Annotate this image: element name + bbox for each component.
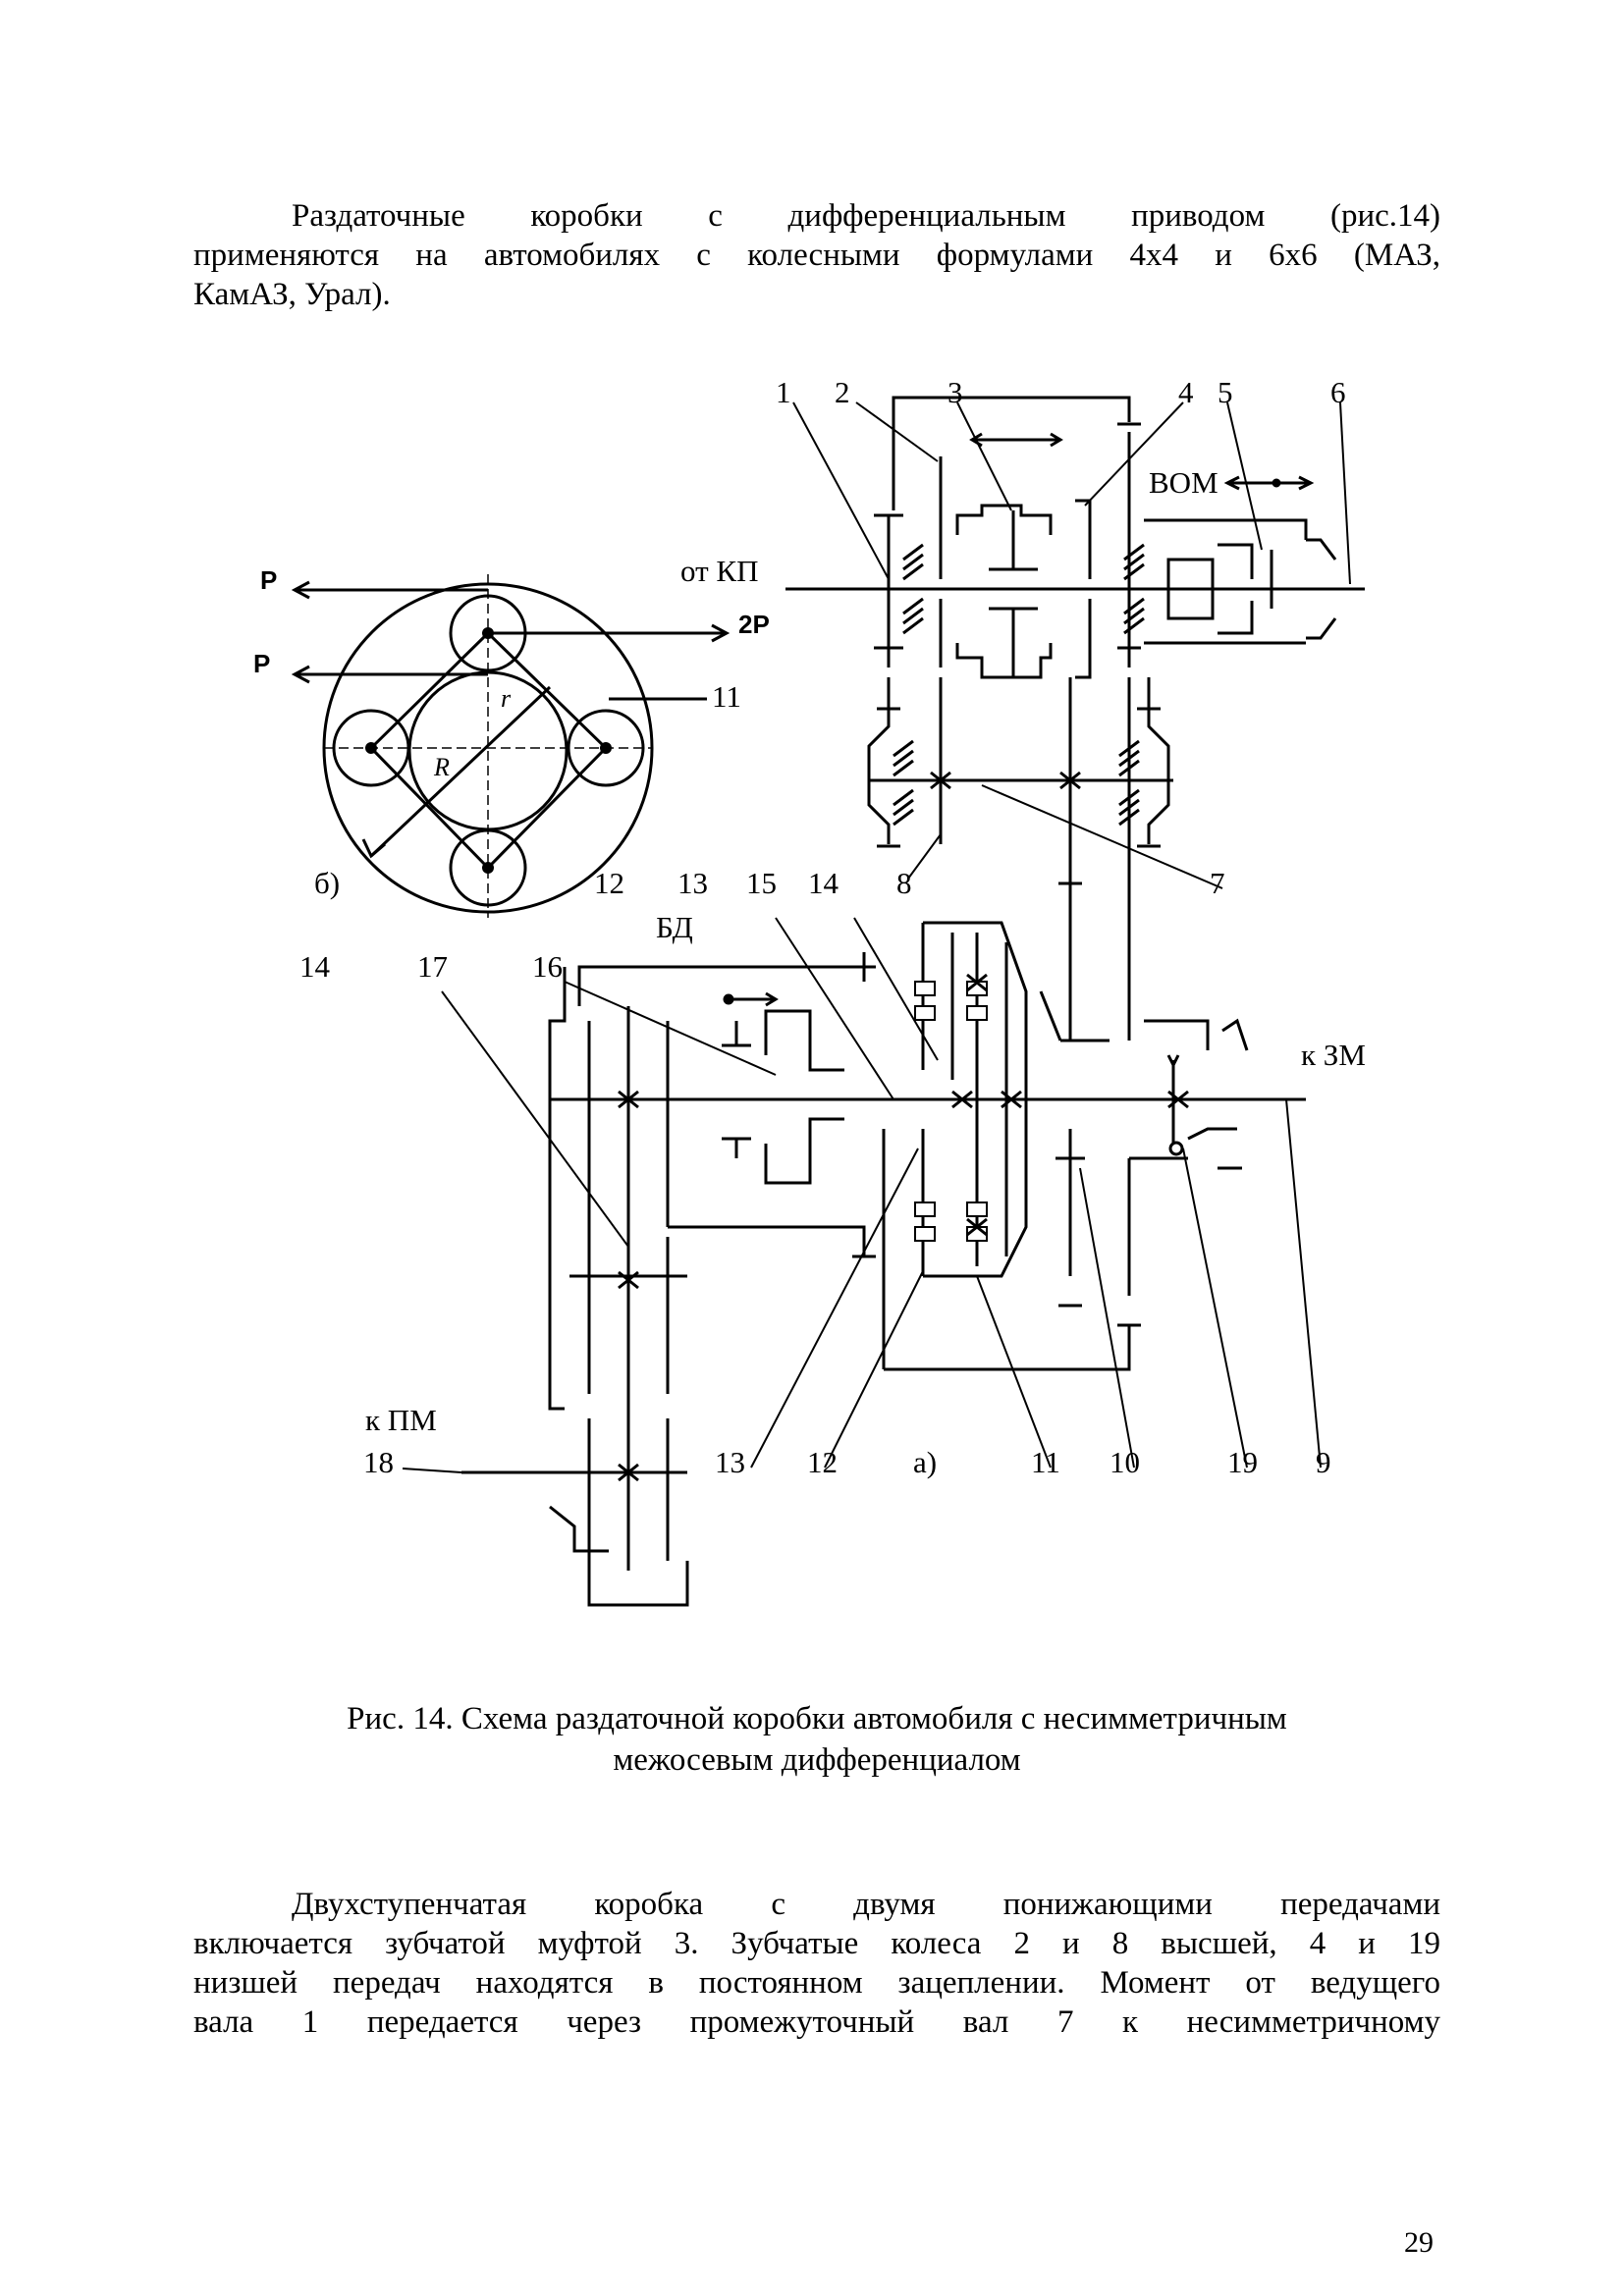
radius-label-r: r: [501, 684, 512, 713]
text-line: низшей передач находятся в постоянном за…: [193, 1965, 1440, 2001]
callout-19: 19: [1227, 1445, 1258, 1479]
text-line: Двухступенчатая коробка с двумя понижающ…: [292, 1887, 1440, 1922]
label-ot-kp: от КП: [680, 554, 758, 588]
force-label-p-bottom: P: [253, 649, 270, 678]
caption-line: Рис. 14. Схема раздаточной коробки автом…: [347, 1701, 1287, 1736]
callout-11-a: 11: [1031, 1445, 1060, 1479]
callout-9: 9: [1316, 1445, 1331, 1479]
paragraph-intro: Раздаточные коробки с дифференциальным п…: [193, 196, 1440, 314]
text-line: вала 1 передается через промежуточный ва…: [193, 2004, 1440, 2040]
label-part-b: б): [314, 866, 340, 900]
callout-18: 18: [363, 1445, 394, 1479]
paragraph-description: Двухступенчатая коробка с двумя понижающ…: [193, 1885, 1440, 2042]
callout-15: 15: [746, 866, 777, 900]
text-line: Раздаточные коробки с дифференциальным п…: [292, 198, 1440, 234]
callout-11-b: 11: [712, 679, 741, 714]
label-part-a: а): [913, 1445, 937, 1479]
callout-4: 4: [1178, 375, 1194, 409]
callout-16: 16: [532, 949, 563, 984]
label-k-pm: к ПМ: [365, 1403, 437, 1437]
callout-10: 10: [1110, 1445, 1140, 1479]
radius-label-R: R: [433, 753, 450, 781]
transfer-case-diagram: 1 2 3 4 5 6 ВОМ от КП 11 б) 12 13 15 14 …: [253, 375, 1366, 1607]
text-line: включается зубчатой муфтой 3. Зубчатые к…: [193, 1926, 1440, 1961]
label-k-zm: к ЗМ: [1301, 1038, 1366, 1072]
callout-8: 8: [896, 866, 912, 900]
callout-1: 1: [776, 375, 791, 409]
text-line: применяются на автомобилях с колесными ф…: [193, 238, 1440, 273]
callout-13-b: 13: [677, 866, 708, 900]
force-label-p-top: P: [260, 565, 277, 595]
label-bd: БД: [656, 910, 693, 944]
callout-12-b: 12: [594, 866, 624, 900]
callout-14-b: 14: [299, 949, 331, 984]
callout-5: 5: [1218, 375, 1233, 409]
callout-3: 3: [947, 375, 963, 409]
page-number: 29: [1404, 2226, 1434, 2259]
callout-13-a: 13: [715, 1445, 745, 1479]
force-label-2p: 2P: [738, 610, 770, 639]
callout-7: 7: [1210, 866, 1225, 900]
figure-caption: Рис. 14. Схема раздаточной коробки автом…: [193, 1698, 1440, 1781]
callout-12-a: 12: [807, 1445, 838, 1479]
label-vom: ВОМ: [1149, 465, 1218, 500]
text-line: КамАЗ, Урал).: [193, 277, 391, 312]
callout-17: 17: [417, 949, 448, 984]
callout-14-a: 14: [808, 866, 839, 900]
caption-line: межосевым дифференциалом: [613, 1742, 1021, 1778]
callout-2: 2: [835, 375, 850, 409]
callout-6: 6: [1330, 375, 1346, 409]
